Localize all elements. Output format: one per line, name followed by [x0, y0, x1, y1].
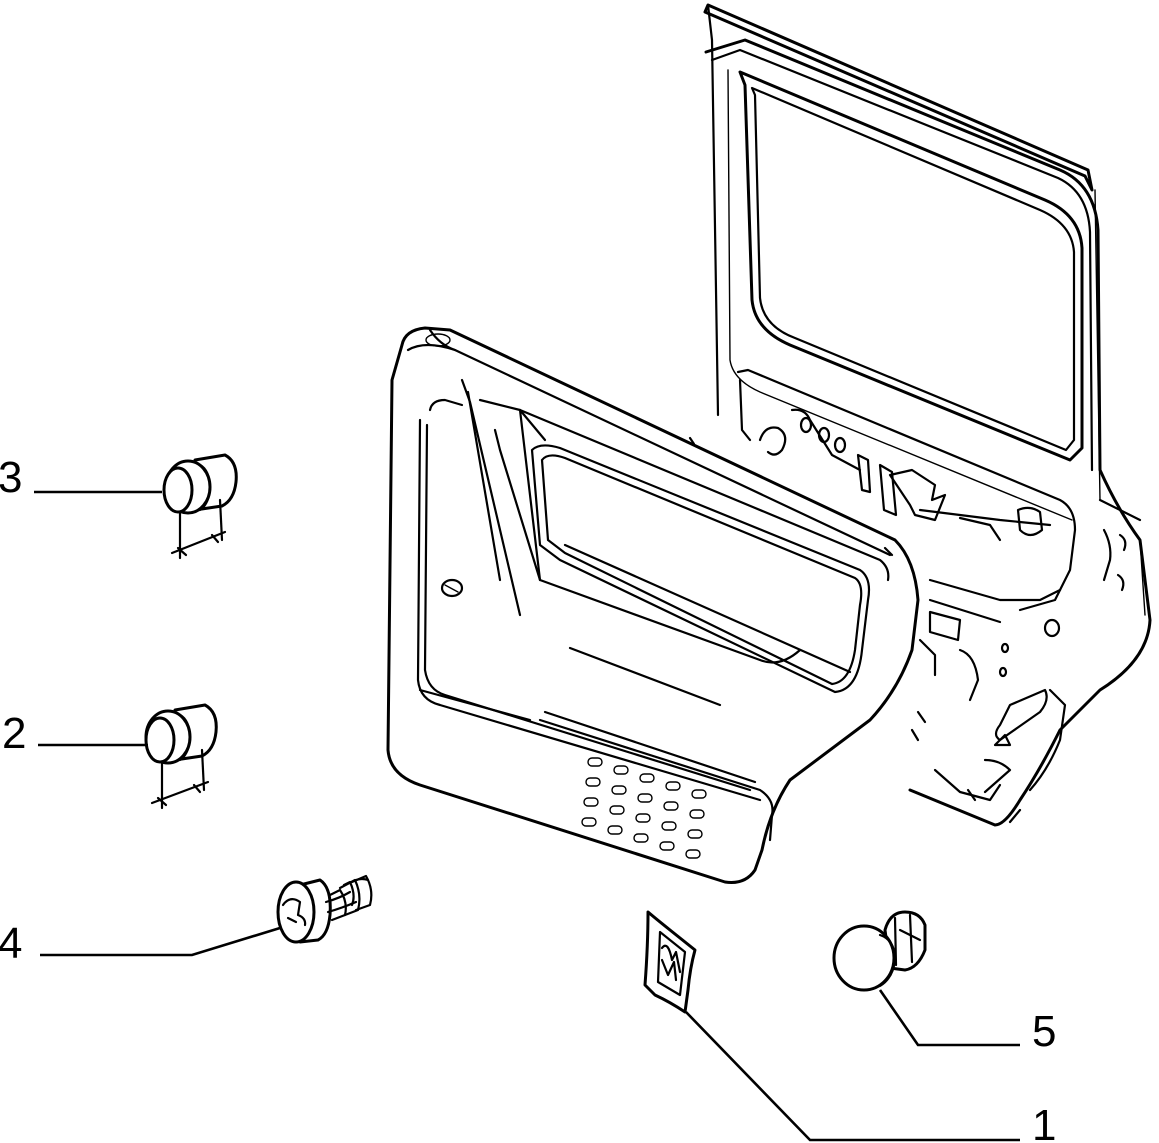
door-frame [703, 3, 1152, 827]
pad-part-1 [643, 910, 697, 1014]
speaker-grille [581, 757, 707, 859]
callout-3: 3 [0, 453, 22, 502]
leader-4 [40, 926, 281, 957]
door-trim-panel [386, 326, 920, 884]
callout-1: 1 [1032, 1101, 1056, 1143]
leader-lines [34, 490, 1020, 1142]
screw-part-4 [276, 874, 373, 944]
callout-2: 2 [2, 709, 26, 758]
callout-5: 5 [1032, 1007, 1056, 1056]
callout-4: 4 [0, 919, 22, 968]
leader-5 [878, 989, 1020, 1047]
clip-part-5 [832, 910, 927, 992]
leader-1 [685, 1011, 1020, 1142]
plug-part-2 [144, 703, 218, 810]
plug-part-3 [162, 453, 238, 560]
